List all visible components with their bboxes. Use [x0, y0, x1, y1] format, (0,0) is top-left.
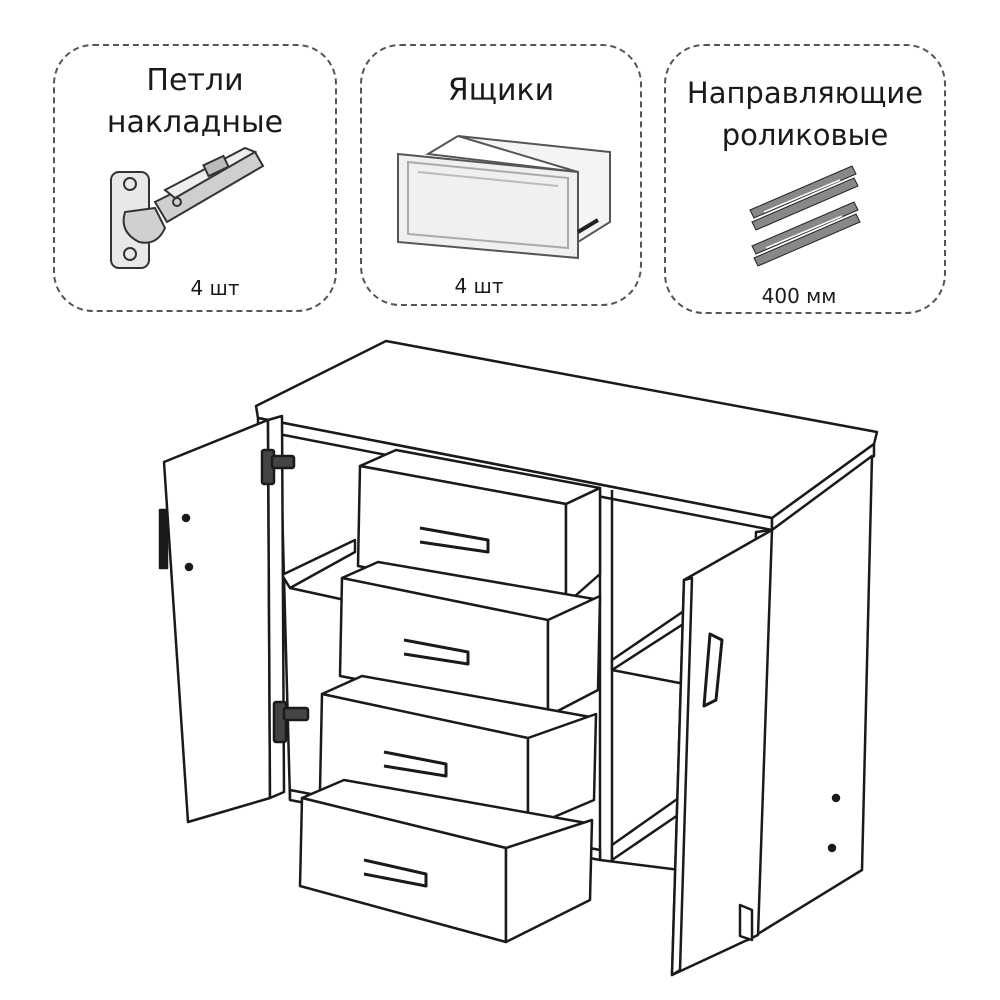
left-door: [162, 418, 272, 824]
card-slides-title: Направляющие роликовые: [666, 72, 944, 156]
card-slides-title-line1: Направляющие: [686, 76, 924, 110]
right-door-handle: [702, 632, 724, 708]
card-slides-qty: 400 мм: [761, 284, 837, 308]
roller-slides-icon: [749, 165, 861, 267]
card-drawers-title: Ящики: [362, 70, 640, 112]
card-slides: Направляющие роликовые 400 мм: [664, 44, 946, 314]
left-door-handle: [158, 508, 169, 570]
drawer-4: [298, 778, 594, 944]
card-hinges-title: Петли накладные: [55, 60, 335, 144]
hinge-lower: [272, 700, 310, 744]
card-hinges-qty: 4 шт: [190, 276, 240, 300]
hinge-icon: [110, 146, 265, 269]
card-hinges-title-line1: Петли: [146, 63, 244, 98]
hinge-upper: [260, 448, 296, 486]
card-drawers-title-line1: Ящики: [447, 73, 555, 108]
card-drawers: Ящики 4 шт: [360, 44, 642, 306]
card-hinges: Петли накладные 4 шт: [53, 44, 337, 312]
cabinet-right-side: [746, 454, 874, 942]
card-slides-title-line2: роликовые: [721, 118, 889, 152]
drawer-box-icon: [397, 135, 611, 260]
card-hinges-title-line2: накладные: [106, 105, 284, 140]
card-drawers-qty: 4 шт: [454, 274, 504, 298]
